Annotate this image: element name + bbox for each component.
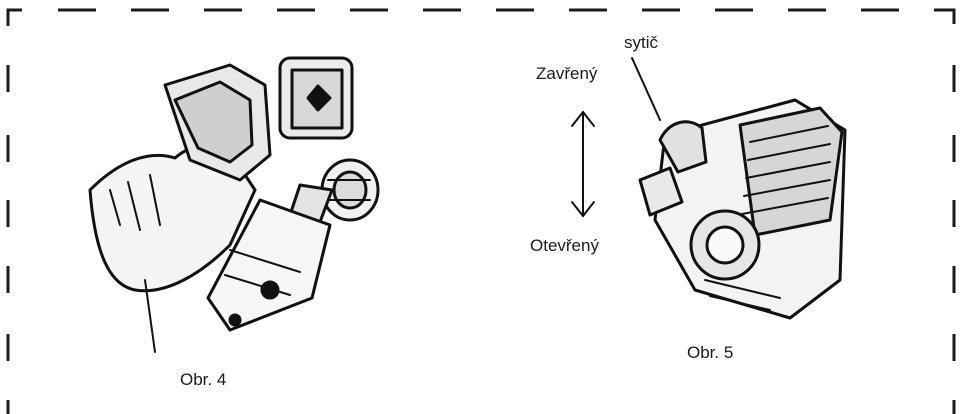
choke-label: sytič — [624, 33, 658, 52]
figure-4-illustration — [88, 56, 380, 353]
figure-4-caption: Obr. 4 — [180, 370, 227, 389]
open-label: Otevřený — [530, 236, 599, 255]
closed-label: Zavřený — [536, 64, 598, 83]
choke-leader-line — [631, 57, 661, 121]
figure-5-illustration — [638, 98, 847, 320]
figure-5-caption: Obr. 5 — [687, 343, 734, 362]
double-arrow-icon — [571, 111, 595, 217]
